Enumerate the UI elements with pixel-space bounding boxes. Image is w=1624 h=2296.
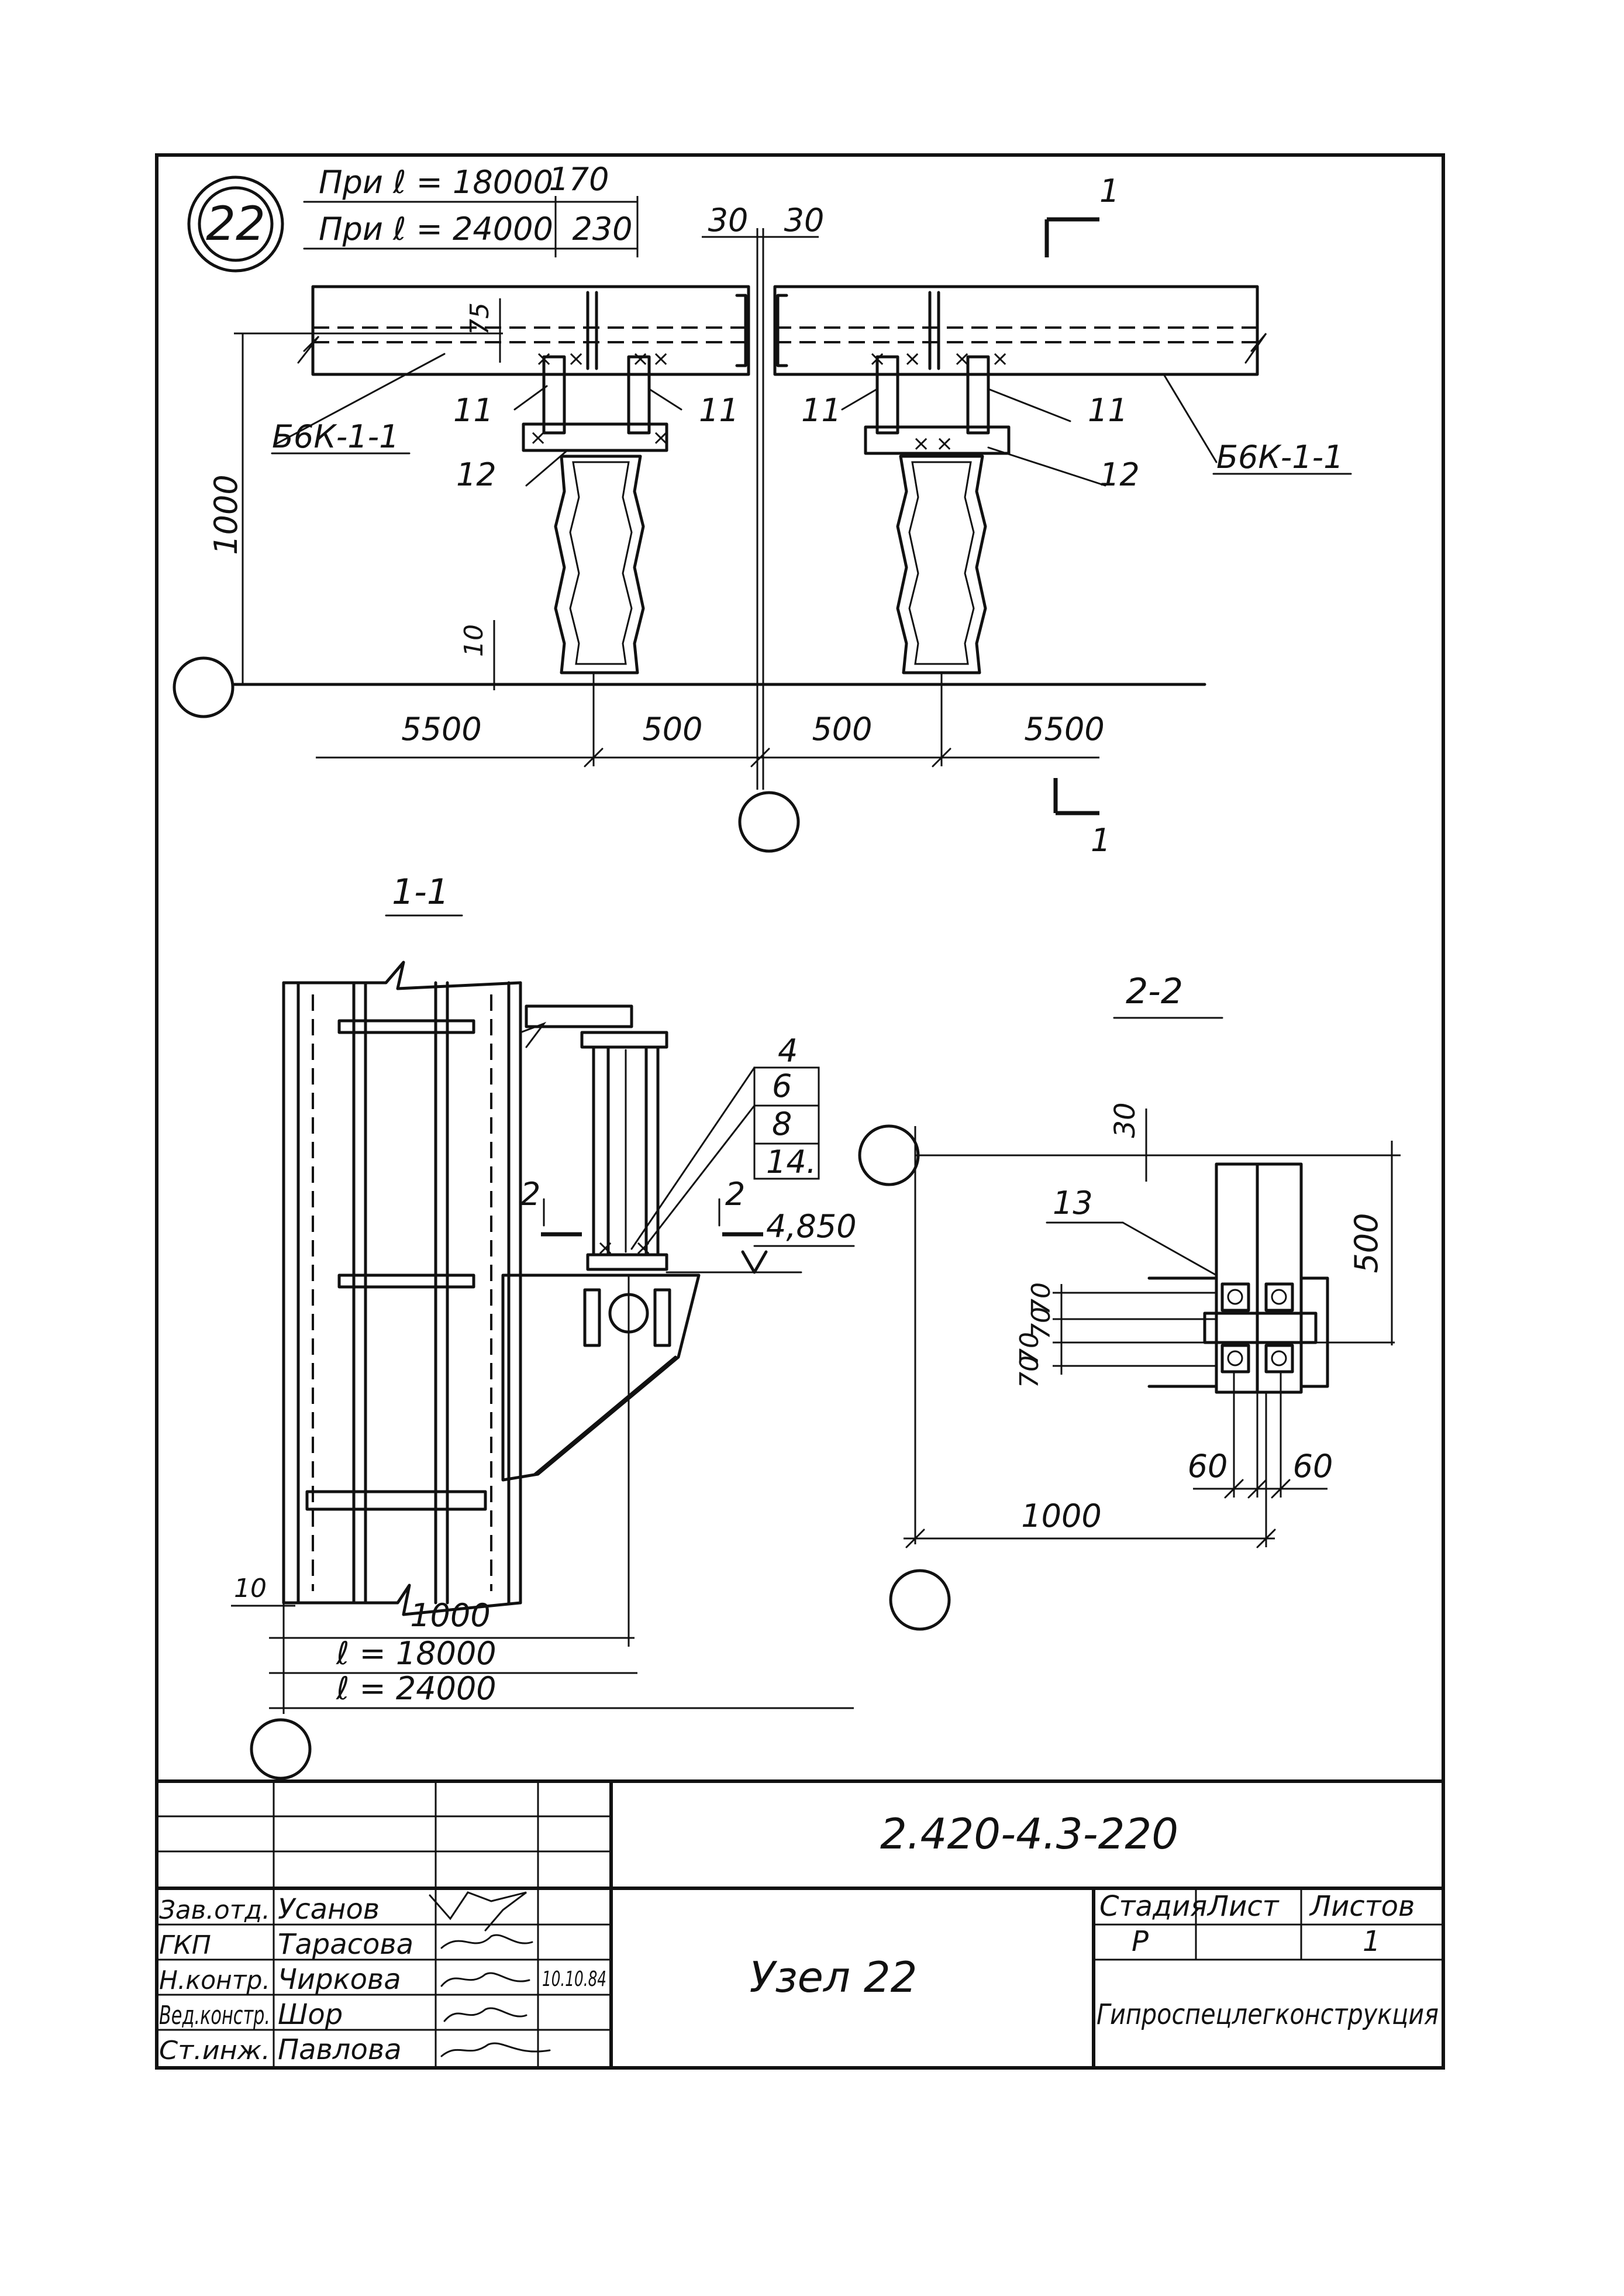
signature-1: [440, 1934, 533, 1949]
svg-text:×: ×: [632, 347, 649, 371]
elevation-4850: 4,850: [766, 1208, 857, 1245]
node-bubble-inner: [198, 186, 274, 262]
dim-1000-vert: 1000: [208, 474, 244, 555]
dim-500-right: 500: [812, 711, 872, 748]
axis-bubble-s22-top: [858, 1124, 920, 1186]
svg-text:×: ×: [912, 432, 930, 456]
row-3-role: Вед.констр.: [159, 2001, 270, 2030]
row-2-role: Н.контр.: [159, 1965, 270, 1995]
pos-12-b: 12: [1099, 456, 1140, 493]
dim-30-s22: 30: [1109, 1102, 1142, 1138]
dim-500-s22: 500: [1348, 1213, 1385, 1273]
sheets-header: Листов: [1309, 1890, 1415, 1923]
section-2-2: 2-2 30 500 13 70 70 70 70: [858, 971, 1401, 1631]
row-4-role: Ст.инж.: [159, 2036, 270, 2066]
axis-bubble-s22-bottom: [889, 1569, 951, 1631]
svg-text:×: ×: [652, 426, 670, 450]
dim-l18000: ℓ = 18000: [336, 1635, 496, 1672]
svg-text:×: ×: [953, 347, 971, 371]
dim-1000-s11: 1000: [410, 1597, 490, 1634]
dim-70-d: 70: [1015, 1355, 1044, 1388]
pos-11-a: 11: [453, 392, 494, 429]
dim-l24000: ℓ = 24000: [336, 1670, 496, 1707]
dim-70-b: 70: [1026, 1307, 1056, 1340]
svg-text:×: ×: [652, 347, 670, 371]
row-3-name: Шор: [278, 1998, 343, 2031]
pos-12-a: 12: [456, 456, 496, 493]
svg-text:×: ×: [868, 347, 886, 371]
dim-60-left: 60: [1188, 1448, 1228, 1485]
beam-label-right: Б6К-1-1: [1216, 439, 1343, 476]
dim-500-left: 500: [642, 711, 702, 748]
svg-text:×: ×: [991, 347, 1009, 371]
signature-2: [440, 1972, 530, 1987]
signature-4: [440, 2042, 551, 2057]
row-0-name: Усанов: [278, 1893, 380, 1926]
stage-value: Р: [1132, 1925, 1149, 1958]
sheet-header: Лист: [1206, 1890, 1280, 1923]
top-view: 22 При ℓ = 18000 При ℓ = 24000 170 230 3…: [173, 161, 1352, 859]
axis-bubble-top-mid: [738, 791, 800, 853]
dim-230: 230: [572, 211, 632, 247]
svg-text:×: ×: [529, 426, 547, 450]
row-2-name: Чиркова: [278, 1963, 401, 1996]
org-name: Гипроспецлегконструкция: [1097, 1998, 1439, 2031]
dim-5500-right: 5500: [1024, 711, 1104, 748]
pos-11-b: 11: [699, 392, 739, 429]
section-1-1-title: 1-1: [392, 872, 449, 913]
row-0-role: Зав.отд.: [159, 1895, 270, 1925]
doc-code: 2.420-4.3-220: [880, 1809, 1178, 1858]
pos-6: 6: [772, 1068, 792, 1104]
svg-text:×: ×: [535, 347, 553, 371]
svg-text:×: ×: [596, 1236, 614, 1260]
section-mark-bottom: 1: [1091, 822, 1111, 859]
pos-8: 8: [772, 1106, 792, 1142]
dim-70-c: 70: [1015, 1332, 1044, 1365]
dim-5500-left: 5500: [401, 711, 481, 748]
section-2-right: 2: [725, 1176, 745, 1213]
note-l18000: При ℓ = 18000: [319, 164, 553, 201]
dim-170: 170: [549, 161, 609, 198]
beam-label-left: Б6К-1-1: [272, 418, 399, 455]
stage-header: Стадия: [1099, 1890, 1207, 1923]
axis-bubble-top-left: [173, 656, 235, 718]
dim-1000-s22: 1000: [1021, 1498, 1101, 1534]
dim-10: 10: [459, 624, 489, 657]
section-2-left: 2: [520, 1176, 540, 1213]
section-1-1: 1-1 ×× 2 2 4 6: [231, 872, 857, 1780]
row-1-name: Тарасова: [278, 1928, 413, 1961]
title-block: 2.420-4.3-220 Узел 22 Стадия Лист Листов…: [156, 1779, 1444, 2069]
row-1-role: ГКП: [159, 1930, 211, 1960]
section-mark-top: 1: [1099, 173, 1119, 209]
pos-4: 4: [778, 1032, 798, 1069]
signature-3: [443, 2007, 527, 2022]
dim-75: 75: [465, 302, 495, 335]
svg-text:×: ×: [904, 347, 921, 371]
axis-bubble-s11: [250, 1718, 312, 1780]
svg-text:×: ×: [936, 432, 953, 456]
pos-13: 13: [1053, 1185, 1093, 1221]
row-4-name: Павлова: [278, 2033, 402, 2066]
svg-text:×: ×: [567, 347, 585, 371]
signature-0: [429, 1891, 527, 1932]
dim-70-a: 70: [1026, 1282, 1056, 1315]
note-l24000: При ℓ = 24000: [319, 211, 553, 247]
pos-11-c: 11: [801, 392, 842, 429]
dim-10-s11: 10: [234, 1574, 267, 1603]
sheet-title: Узел 22: [750, 1953, 918, 2002]
section-2-2-title: 2-2: [1126, 971, 1183, 1012]
sheets-value: 1: [1363, 1925, 1381, 1958]
node-number: 22: [206, 197, 266, 251]
sign-date: 10.10.84: [542, 1967, 606, 1991]
pos-14: 14.: [766, 1144, 816, 1180]
pos-11-d: 11: [1088, 392, 1128, 429]
dim-30-right: 30: [784, 202, 825, 239]
dim-30-left: 30: [708, 202, 749, 239]
dim-60-right: 60: [1293, 1448, 1333, 1485]
sheet-frame: [155, 153, 1445, 2070]
